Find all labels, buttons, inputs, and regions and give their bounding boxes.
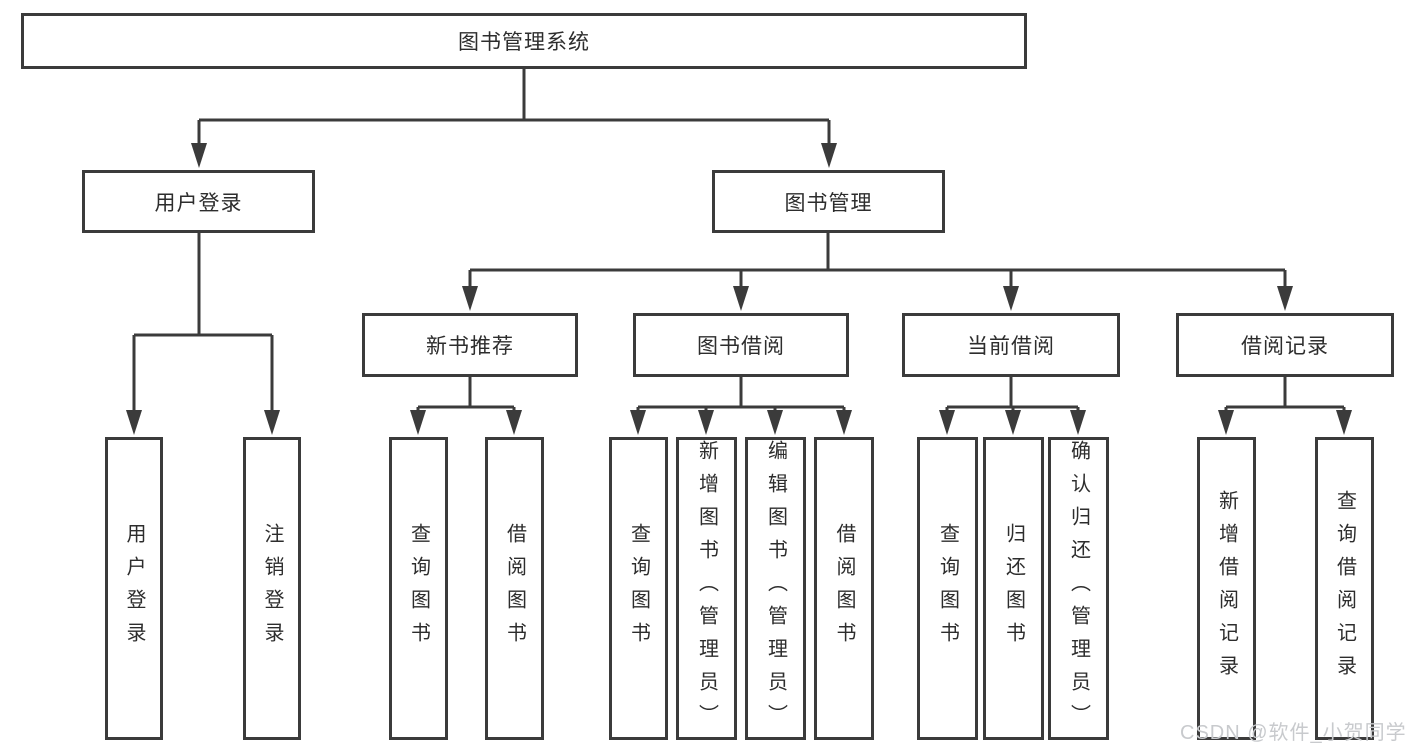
node-new-book-recommend: 新书推荐 xyxy=(362,313,578,377)
arrow-down-icon xyxy=(410,410,426,435)
connector-root-to-level2 xyxy=(191,69,837,168)
leaf-add-borrow-record: 新增借阅记录 xyxy=(1197,437,1256,740)
arrow-down-icon xyxy=(1070,410,1086,435)
leaf-add-book-admin: 新增图书（管理员） xyxy=(676,437,737,740)
leaf-user-login: 用户登录 xyxy=(105,437,163,740)
leaf-label: 查询图书 xyxy=(407,522,430,655)
arrow-down-icon xyxy=(1218,410,1234,435)
arrow-down-icon xyxy=(836,410,852,435)
connector-user-login-to-leaves xyxy=(126,233,280,435)
leaf-query-books-2: 查询图书 xyxy=(609,437,668,740)
leaf-query-books-3: 查询图书 xyxy=(917,437,978,740)
leaf-label: 查询借阅记录 xyxy=(1333,489,1356,688)
arrow-down-icon xyxy=(191,143,207,168)
arrow-down-icon xyxy=(821,143,837,168)
leaf-query-books-1: 查询图书 xyxy=(389,437,448,740)
arrow-down-icon xyxy=(1005,410,1021,435)
connector-book-borrow-to-leaves xyxy=(630,377,852,435)
leaf-label: 确认归还（管理员） xyxy=(1067,440,1090,737)
leaf-borrow-books-1: 借阅图书 xyxy=(485,437,544,740)
leaf-confirm-return-admin: 确认归还（管理员） xyxy=(1048,437,1109,740)
arrow-down-icon xyxy=(733,286,749,311)
arrow-down-icon xyxy=(462,286,478,311)
arrow-down-icon xyxy=(1336,410,1352,435)
arrow-down-icon xyxy=(698,410,714,435)
leaf-label: 用户登录 xyxy=(123,522,145,655)
node-book-management: 图书管理 xyxy=(712,170,945,233)
node-user-login: 用户登录 xyxy=(82,170,315,233)
arrow-down-icon xyxy=(264,410,280,435)
leaf-borrow-books-2: 借阅图书 xyxy=(814,437,874,740)
leaf-label: 借阅图书 xyxy=(833,522,855,655)
leaf-return-book: 归还图书 xyxy=(983,437,1044,740)
leaf-label: 新增图书（管理员） xyxy=(695,440,718,737)
arrow-down-icon xyxy=(767,410,783,435)
node-book-borrow: 图书借阅 xyxy=(633,313,849,377)
arrow-down-icon xyxy=(126,410,142,435)
connector-new-book-recommend-to-leaves xyxy=(410,377,522,435)
arrow-down-icon xyxy=(1277,286,1293,311)
connector-book-management-to-level3 xyxy=(462,233,1293,311)
leaf-label: 新增借阅记录 xyxy=(1215,489,1238,688)
connector-current-borrow-to-leaves xyxy=(939,377,1086,435)
node-root: 图书管理系统 xyxy=(21,13,1027,69)
leaf-label: 查询图书 xyxy=(936,522,959,655)
leaf-edit-book-admin: 编辑图书（管理员） xyxy=(745,437,806,740)
leaf-label: 编辑图书（管理员） xyxy=(764,440,787,737)
leaf-query-borrow-record: 查询借阅记录 xyxy=(1315,437,1374,740)
leaf-label: 查询图书 xyxy=(627,522,650,655)
leaf-label: 借阅图书 xyxy=(503,522,526,655)
leaf-label: 注销登录 xyxy=(261,522,283,655)
node-borrow-records: 借阅记录 xyxy=(1176,313,1394,377)
arrow-down-icon xyxy=(939,410,955,435)
leaf-logout: 注销登录 xyxy=(243,437,301,740)
watermark: CSDN @软件_小贺同学 xyxy=(1180,722,1405,744)
node-current-borrow: 当前借阅 xyxy=(902,313,1120,377)
arrow-down-icon xyxy=(506,410,522,435)
arrow-down-icon xyxy=(630,410,646,435)
leaf-label: 归还图书 xyxy=(1002,522,1025,655)
connector-borrow-records-to-leaves xyxy=(1218,377,1352,435)
arrow-down-icon xyxy=(1003,286,1019,311)
